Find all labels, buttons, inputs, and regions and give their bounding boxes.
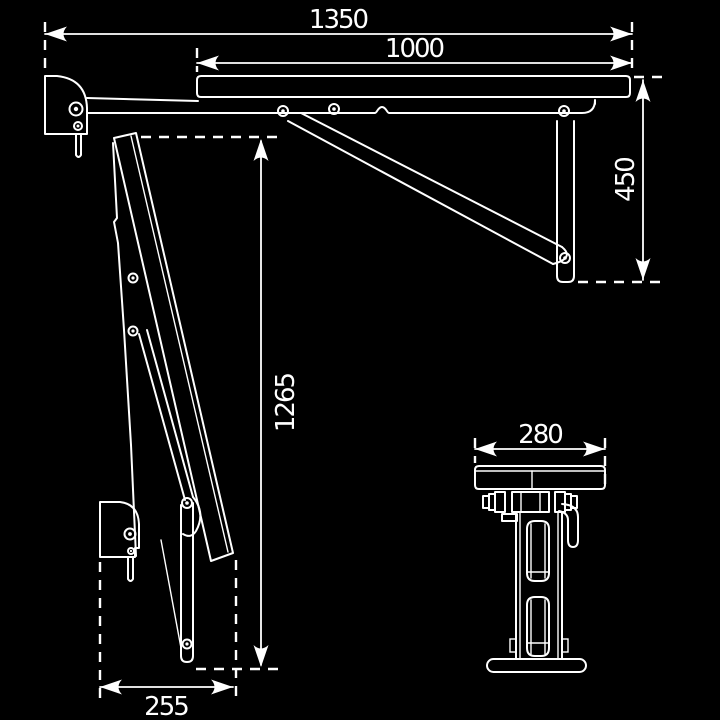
lower-wall-bracket — [99, 501, 140, 582]
dim-label-folded-depth: 255 — [144, 692, 188, 720]
front-view — [474, 465, 606, 673]
folded-brace — [138, 329, 202, 537]
leg-slot-upper — [526, 520, 550, 582]
dimension-folded-depth: 255 — [98, 560, 238, 720]
dimension-overall-depth: 1350 — [43, 5, 634, 74]
diagonal-brace — [287, 112, 568, 265]
bracket-pin — [75, 133, 82, 158]
dim-label-seat-width: 280 — [518, 420, 562, 450]
seat-slab-side — [196, 75, 631, 98]
floor-foot — [486, 658, 587, 673]
dim-label-overall-depth: 1350 — [309, 5, 368, 35]
folded-arm — [112, 142, 139, 557]
folded-leg — [160, 502, 194, 663]
lock-hook — [558, 503, 579, 548]
dimension-folded-height: 1265 — [141, 135, 301, 671]
folded-position — [99, 132, 234, 663]
bracket-pin — [127, 556, 134, 582]
leg-tab-right — [561, 638, 569, 653]
release-pin — [501, 513, 518, 522]
leg-slot-lower — [526, 596, 550, 657]
dimension-seat-depth: 1000 — [195, 34, 633, 72]
dim-label-folded-height: 1265 — [271, 373, 301, 432]
upper-wall-bracket — [44, 75, 88, 158]
dim-label-seat-depth: 1000 — [385, 34, 444, 64]
seat-slab-front — [474, 465, 606, 490]
dim-label-seat-height: 450 — [611, 158, 641, 202]
seat-frame-arm — [86, 97, 596, 117]
leg-tab-left — [509, 638, 517, 653]
side-view — [44, 75, 631, 663]
dimension-seat-width: 280 — [473, 420, 607, 492]
leg-front — [509, 511, 569, 660]
dimension-seat-height: 450 — [578, 75, 668, 284]
folded-seat-plank — [113, 132, 234, 562]
